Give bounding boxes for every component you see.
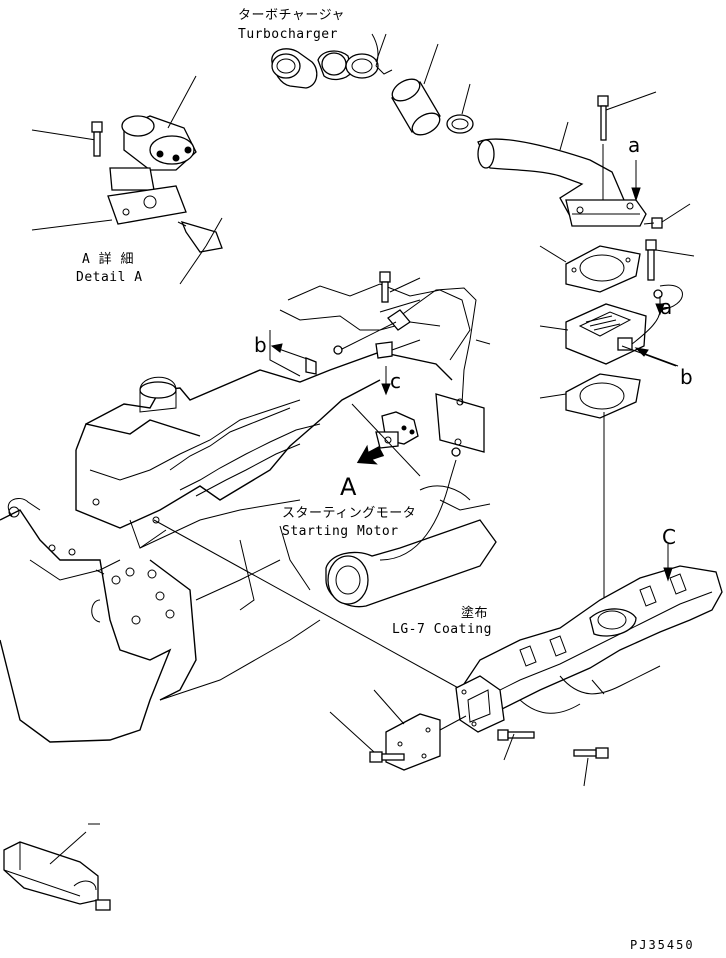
intake-manifold	[455, 544, 723, 733]
callout-a-arrow-1	[631, 160, 641, 202]
callout-a-top: a	[628, 133, 641, 157]
intake-heater	[539, 284, 683, 367]
bolt-top	[597, 91, 657, 200]
rubber-hose	[391, 43, 441, 136]
callout-b-arrow-1	[270, 343, 317, 375]
coating-label-en: LG-7 Coating	[392, 622, 492, 637]
bolt-right	[645, 239, 695, 281]
turbo-connector-pipe	[271, 48, 353, 89]
starting-motor	[325, 447, 497, 608]
coating-label-jp: 塗布	[461, 606, 489, 621]
detail-a-relay	[31, 75, 223, 285]
document-code: PJ35450	[630, 938, 695, 952]
gasket-upper	[539, 245, 641, 293]
callout-c-engine: c	[390, 369, 401, 393]
tool	[3, 823, 111, 911]
starting-motor-label-en: Starting Motor	[282, 524, 399, 539]
turbocharger-label-en: Turbocharger	[238, 27, 338, 42]
callout-b-right: b	[680, 365, 693, 389]
hose-clamp	[345, 33, 393, 79]
bolt-plate	[329, 711, 405, 763]
callout-a-right: a	[660, 295, 673, 319]
gasket-lower	[539, 373, 641, 600]
callout-b-left: b	[254, 333, 267, 357]
bolt-manifold-2	[573, 747, 609, 787]
coating-leader	[153, 519, 463, 691]
view-a-label: A	[340, 473, 357, 501]
intake-elbow	[477, 121, 647, 227]
hose-clamp-2	[446, 83, 474, 134]
battery-relay	[375, 411, 419, 449]
harness-bracket	[333, 271, 491, 453]
leader-line	[351, 403, 421, 477]
view-a-arrow	[356, 444, 385, 465]
bolt-manifold-1	[497, 729, 535, 761]
detail-a-label-jp: A 詳 細	[82, 252, 134, 267]
starting-motor-label-jp: スターティングモータ	[282, 506, 417, 521]
callout-b-arrow-2	[621, 345, 677, 367]
detail-a-label-en: Detail A	[76, 270, 143, 285]
callout-c-arrow	[381, 366, 391, 396]
callout-a-arrow-2	[655, 296, 665, 316]
small-screw	[643, 203, 691, 229]
turbocharger-label-jp: ターボチャージャ	[238, 8, 345, 23]
callout-c-manifold: C	[662, 525, 676, 549]
